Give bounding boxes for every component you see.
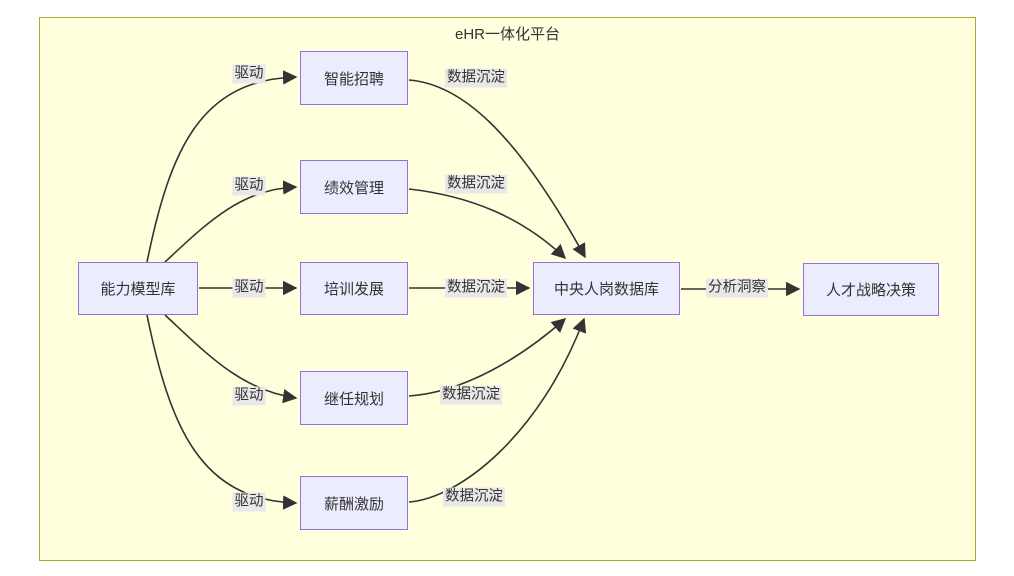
edge-label-drive-training: 驱动 [232,278,266,298]
node-strategy-label: 人才战略决策 [825,282,916,299]
diagram-title: eHR一体化平台 [454,26,560,43]
edge-label-drive-performance: 驱动 [232,176,266,196]
edge-label-deposit-training: 数据沉淀 [445,278,507,298]
edge-competency-succession [164,314,298,404]
node-strategy: 人才战略决策 [803,263,939,316]
edge-label-deposit-performance: 数据沉淀 [445,174,507,194]
edge-compensation-central [408,317,587,503]
node-compensation-label: 薪酬激励 [323,495,384,513]
node-training: 培训发展 [300,262,408,315]
edge-label-deposit-compensation: 数据沉淀 [443,487,505,507]
node-recruit: 智能招聘 [300,51,408,105]
node-performance-label: 绩效管理 [323,179,384,197]
node-recruit-label: 智能招聘 [323,70,384,88]
edge-label-drive-recruit: 驱动 [232,64,266,84]
node-performance: 绩效管理 [300,160,408,214]
edge-label-deposit-recruit: 数据沉淀 [445,68,507,88]
edge-label-drive-succession: 驱动 [232,386,266,406]
edge-competency-performance [164,180,298,263]
node-competency-label: 能力模型库 [100,281,176,298]
node-central: 中央人岗数据库 [533,262,680,315]
node-central-label: 中央人岗数据库 [553,281,659,298]
edge-succession-central [408,318,567,397]
edge-competency-recruit [146,70,298,263]
node-competency: 能力模型库 [78,262,198,315]
edge-recruit-central [408,79,586,259]
edge-label-deposit-succession: 数据沉淀 [440,385,502,405]
node-succession: 继任规划 [300,371,408,425]
node-training-label: 培训发展 [323,281,384,298]
node-succession-label: 继任规划 [323,390,384,408]
node-compensation: 薪酬激励 [300,476,408,530]
edge-competency-compensation [146,314,298,510]
edge-label-insight: 分析洞察 [706,278,768,298]
edge-label-drive-compensation: 驱动 [232,492,266,512]
edge-performance-central [408,188,567,259]
